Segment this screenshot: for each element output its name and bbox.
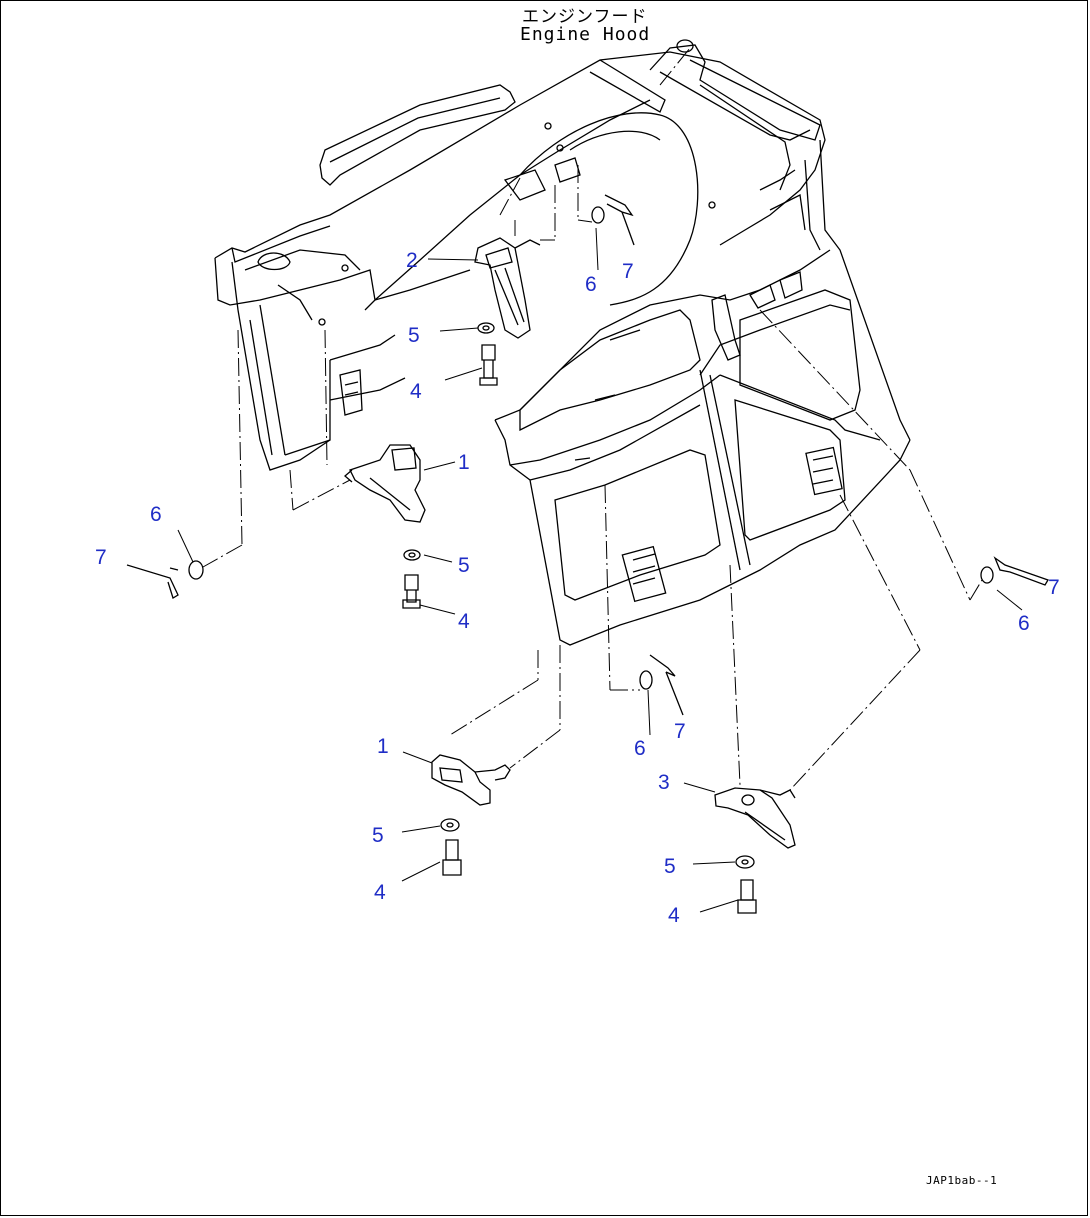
callout-leader-lines — [100, 0, 1022, 912]
diagram-title-english: Engine Hood — [520, 24, 651, 45]
callout-part-2: 2 — [406, 249, 418, 272]
callout-part-7-left: 7 — [95, 546, 107, 569]
callout-part-4-upper: 4 — [410, 380, 422, 403]
callout-part-6-right: 6 — [1018, 612, 1030, 635]
callout-part-7-right: 7 — [1048, 576, 1060, 599]
bracket-1-upper-shape — [345, 445, 425, 522]
bracket-2-shape — [475, 238, 540, 338]
callout-part-5-lower-right: 5 — [664, 855, 676, 878]
callout-part-3: 3 — [658, 771, 670, 794]
callout-part-4-middle: 4 — [458, 610, 470, 633]
callout-part-6-center: 6 — [634, 737, 646, 760]
callout-part-5-upper: 5 — [408, 324, 420, 347]
figure-id: JAP1bab--1 — [926, 1174, 998, 1187]
callout-part-6-left: 6 — [150, 503, 162, 526]
bracket-1-lower-shape — [432, 755, 510, 805]
assembly-leader-lines — [203, 48, 982, 790]
diagram-title-japanese: エンジンフード — [522, 7, 648, 27]
callout-part-5-middle: 5 — [458, 554, 470, 577]
callout-part-1-upper: 1 — [458, 451, 470, 474]
engine-hood-body — [215, 40, 910, 645]
callout-part-5-lower-left: 5 — [372, 824, 384, 847]
callout-part-4-lower-left: 4 — [374, 881, 386, 904]
callout-part-6-top: 6 — [585, 273, 597, 296]
callout-part-4-lower-right: 4 — [668, 904, 680, 927]
hardware-parts — [127, 195, 1048, 913]
callout-part-7-center: 7 — [674, 720, 686, 743]
callout-part-1-lower: 1 — [377, 735, 389, 758]
callout-part-7-top: 7 — [622, 260, 634, 283]
bracket-3-shape — [715, 788, 795, 848]
